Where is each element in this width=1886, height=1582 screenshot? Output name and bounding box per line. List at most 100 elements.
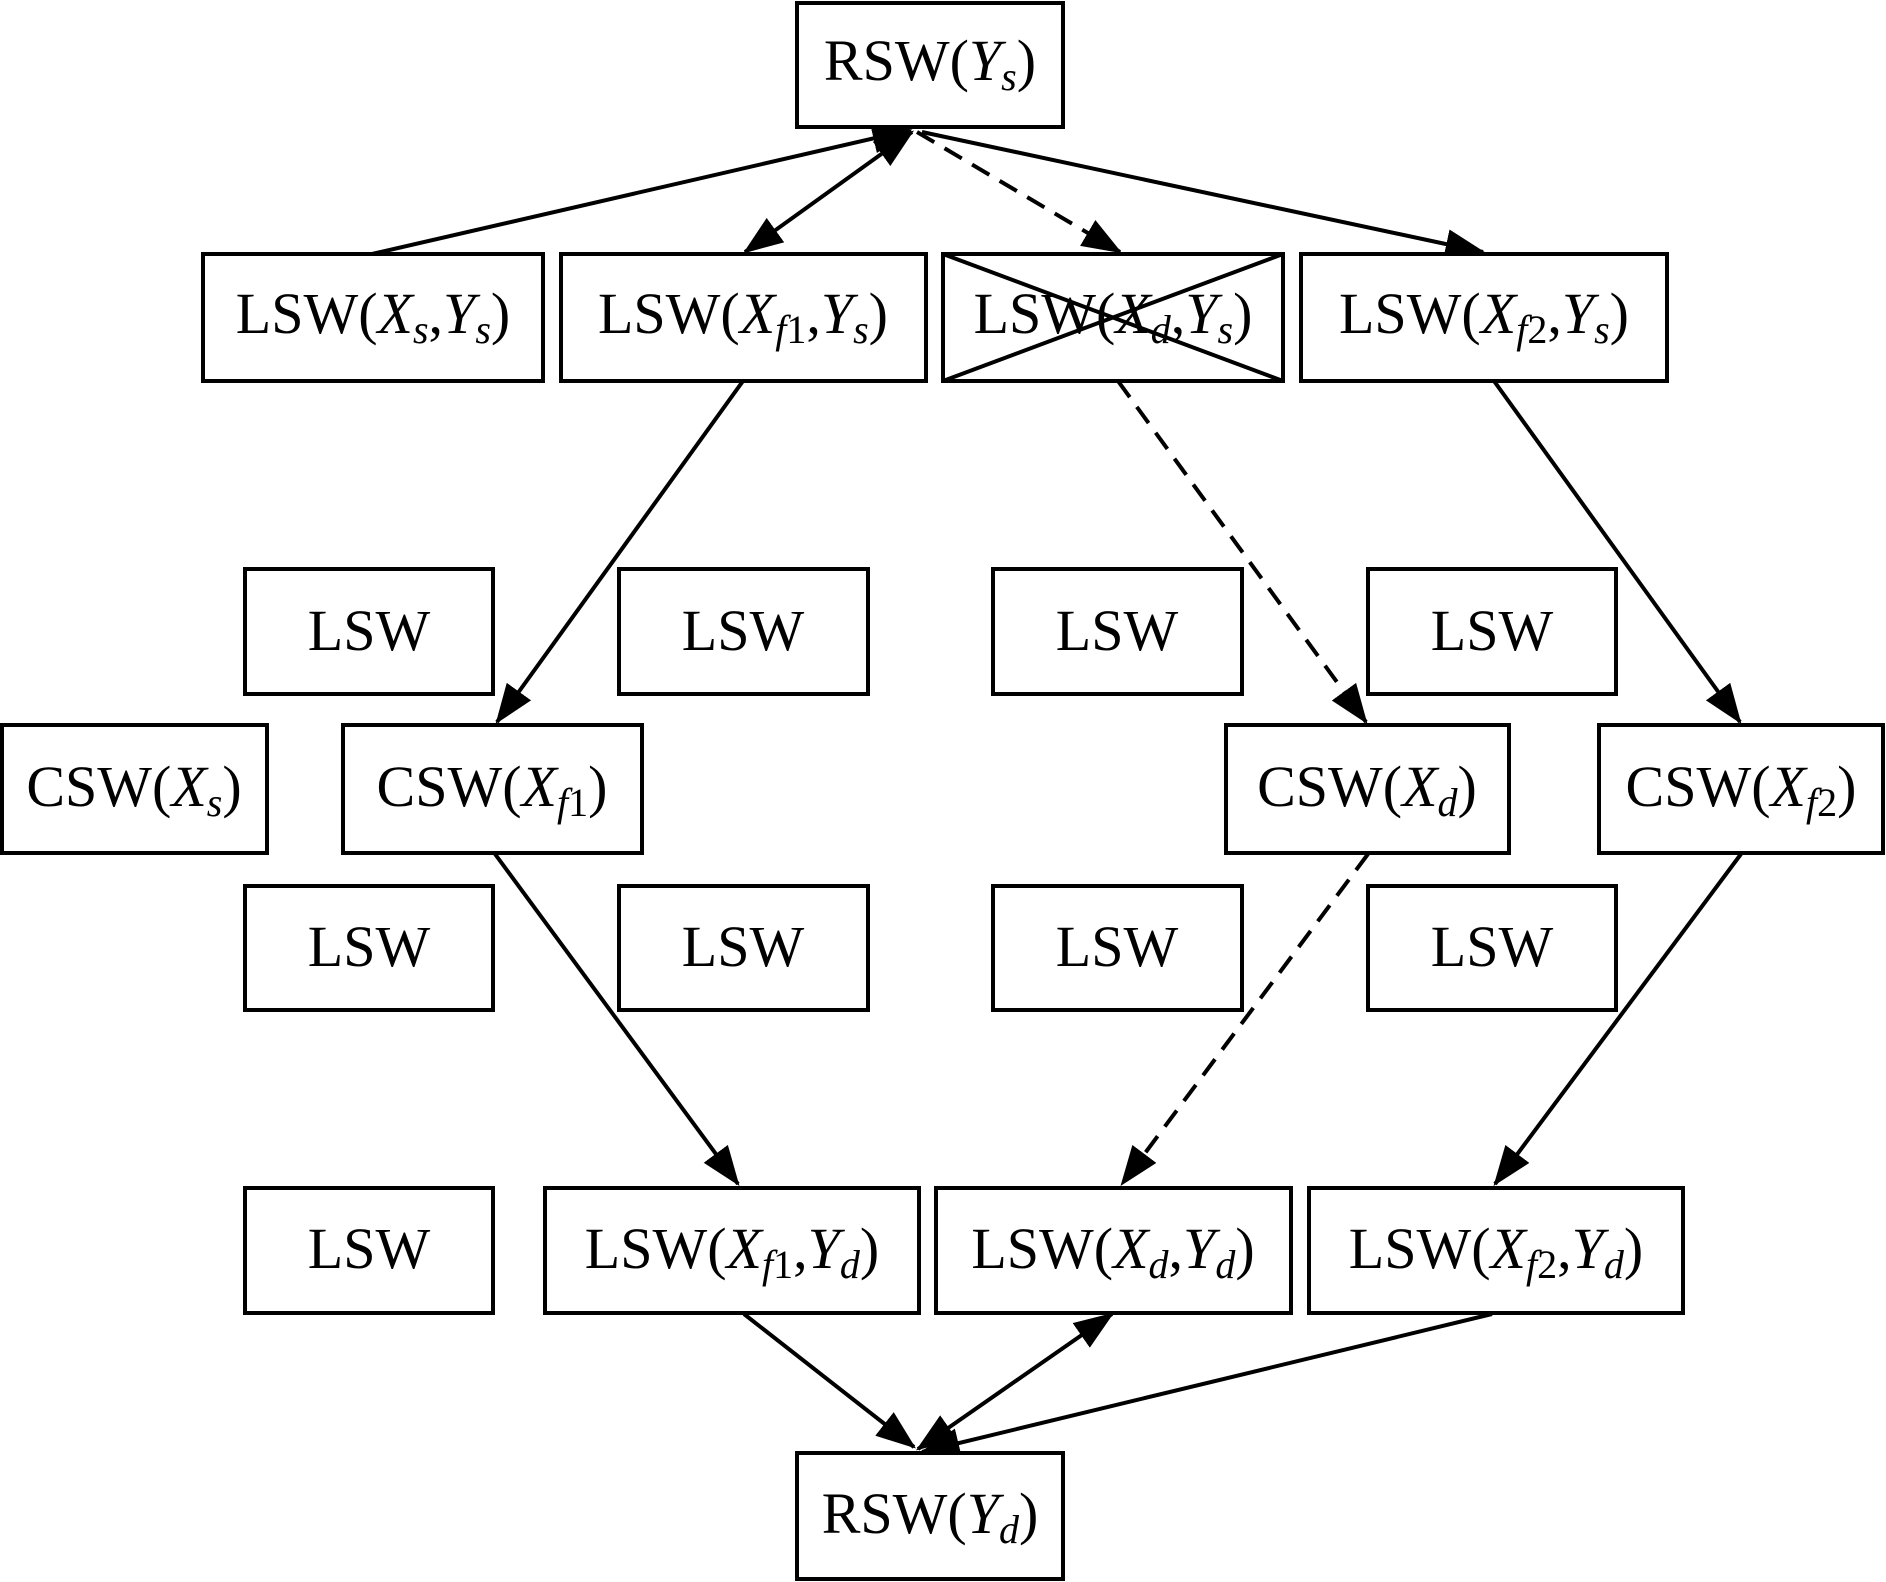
node-label-part: d xyxy=(1149,1242,1170,1287)
node-lsw-xf2-ys: LSW(Xf2,Ys) xyxy=(1299,252,1669,383)
node-box xyxy=(934,1186,1293,1315)
node-label-part: LSW( xyxy=(598,281,740,346)
node-label-part: ) xyxy=(1019,1481,1038,1546)
node-label-part: d xyxy=(1438,780,1459,825)
svg-text:LSW(Xf2,Ys): LSW(Xf2,Ys) xyxy=(1339,281,1629,352)
edge-lsw-xf2-yd-to-rsw-yd xyxy=(919,1312,1493,1458)
node-box xyxy=(795,1,1065,129)
node-label-part: s xyxy=(1218,307,1234,352)
svg-text:LSW(Xd,Yd): LSW(Xd,Yd) xyxy=(971,1216,1254,1287)
node-label-part: d xyxy=(999,1507,1020,1552)
node-lsw-row1-4: LSW xyxy=(1366,567,1618,696)
node-label-part: , xyxy=(1547,281,1562,346)
svg-text:CSW(Xs): CSW(Xs) xyxy=(26,754,241,825)
node-label-part: ) xyxy=(491,281,510,346)
edge-lsw-xd-yd-rsw-yd xyxy=(915,1312,1115,1451)
svg-text:CSW(Xf2): CSW(Xf2) xyxy=(1626,754,1857,825)
node-label-part: LSW xyxy=(308,914,431,979)
edge-rsw-ys-lsw-xf2-ys xyxy=(921,130,1486,259)
node-lsw-xd-ys-crossed: LSW(Xd,Ys) xyxy=(941,252,1285,383)
node-label-part: ) xyxy=(588,754,607,819)
edge-rsw-ys-lsw-xf1-ys xyxy=(742,130,915,254)
svg-text:RSW(Yd): RSW(Yd) xyxy=(822,1481,1039,1552)
node-label-part: ) xyxy=(1458,754,1477,819)
edge-lsw-xf2-ys-to-csw-xf2 xyxy=(1492,379,1742,725)
node-label-part: X xyxy=(520,754,560,819)
node-label-part: LSW xyxy=(682,914,805,979)
node-csw-xs: CSW(Xs) xyxy=(0,723,269,855)
cross-out-mark xyxy=(942,252,1284,383)
node-lsw-xd-yd: LSW(Xd,Yd) xyxy=(934,1186,1293,1315)
node-label-part: X xyxy=(376,281,416,346)
node-csw-xf2: CSW(Xf2) xyxy=(1597,723,1885,855)
node-lsw-xf2-yd: LSW(Xf2,Yd) xyxy=(1307,1186,1685,1315)
edge-lsw-xf1-yd-to-rsw-yd xyxy=(742,1312,916,1449)
node-lsw-row2-3: LSW xyxy=(991,884,1244,1012)
node-box xyxy=(991,884,1244,1012)
svg-text:CSW(Xf1): CSW(Xf1) xyxy=(377,754,608,825)
node-lsw-xf1-yd: LSW(Xf1,Yd) xyxy=(543,1186,921,1315)
edge-lsw-xf1-ys-to-csw-xf1 xyxy=(495,379,745,725)
node-label-part: LSW( xyxy=(236,281,378,346)
node-box xyxy=(991,567,1244,696)
node-label-part: ) xyxy=(1624,1216,1643,1281)
node-csw-xf1: CSW(Xf1) xyxy=(341,723,644,855)
edge-csw-xd-to-lsw-xd-yd xyxy=(1120,852,1370,1187)
node-box xyxy=(201,252,545,383)
node-label-part: X xyxy=(1489,1216,1529,1281)
node-label-part: X xyxy=(1479,281,1519,346)
node-box xyxy=(1299,252,1669,383)
node-box xyxy=(617,884,870,1012)
node-lsw-row2-1: LSW xyxy=(243,884,495,1012)
svg-text:LSW(Xf2,Yd): LSW(Xf2,Yd) xyxy=(1349,1216,1643,1287)
node-box xyxy=(1366,567,1618,696)
node-label-part: LSW xyxy=(308,1216,431,1281)
node-csw-xd: CSW(Xd) xyxy=(1224,723,1511,855)
node-label-part: LSW( xyxy=(585,1216,727,1281)
node-rsw-ys: RSW(Ys) xyxy=(795,1,1065,129)
svg-text:LSW(Xs,Ys): LSW(Xs,Ys) xyxy=(236,281,510,352)
svg-text:LSW(Xf1,Yd): LSW(Xf1,Yd) xyxy=(585,1216,879,1287)
node-box xyxy=(243,884,495,1012)
node-label-part: d xyxy=(1151,307,1172,352)
node-label-part: LSW( xyxy=(1339,281,1481,346)
node-label-part: LSW xyxy=(308,598,431,663)
node-label-part: ) xyxy=(869,281,888,346)
node-box xyxy=(1597,723,1885,855)
node-box xyxy=(559,252,928,383)
node-label-part: CSW( xyxy=(26,754,171,819)
node-label-part: s xyxy=(853,307,869,352)
node-lsw-row1-1: LSW xyxy=(243,567,495,696)
node-label-part: ) xyxy=(860,1216,879,1281)
node-label-part: Y xyxy=(1183,1216,1221,1281)
node-label-part: d xyxy=(1215,1242,1236,1287)
edge-lsw-xd-ys-to-csw-xd xyxy=(1116,379,1368,725)
node-label-part: LSW( xyxy=(1349,1216,1491,1281)
node-label-part: Y xyxy=(1185,281,1223,346)
node-label-part: s xyxy=(207,780,223,825)
node-box xyxy=(543,1186,921,1315)
node-label-part: Y xyxy=(967,1481,1005,1546)
node-label-part: LSW xyxy=(1431,598,1554,663)
node-label-part: Y xyxy=(443,281,481,346)
node-label-part: X xyxy=(1400,754,1440,819)
node-label-part: 1 xyxy=(568,780,588,825)
node-label-part: ) xyxy=(222,754,241,819)
node-label-part: RSW( xyxy=(822,1481,967,1546)
node-box xyxy=(1224,723,1511,855)
node-box xyxy=(1366,884,1618,1012)
label-base: RSW( xyxy=(824,28,969,93)
edge-csw-xf1-to-lsw-xf1-yd xyxy=(493,852,740,1187)
node-label-part: 1 xyxy=(773,1242,793,1287)
node-label-part: LSW xyxy=(1056,914,1179,979)
node-label-part: s xyxy=(475,307,491,352)
node-box xyxy=(617,567,870,696)
node-label-part: X xyxy=(725,1216,765,1281)
node-label-part: d xyxy=(1604,1242,1625,1287)
node-label-part: , xyxy=(806,281,821,346)
node-label-part: Y xyxy=(1562,281,1600,346)
node-label-part: CSW( xyxy=(1626,754,1771,819)
